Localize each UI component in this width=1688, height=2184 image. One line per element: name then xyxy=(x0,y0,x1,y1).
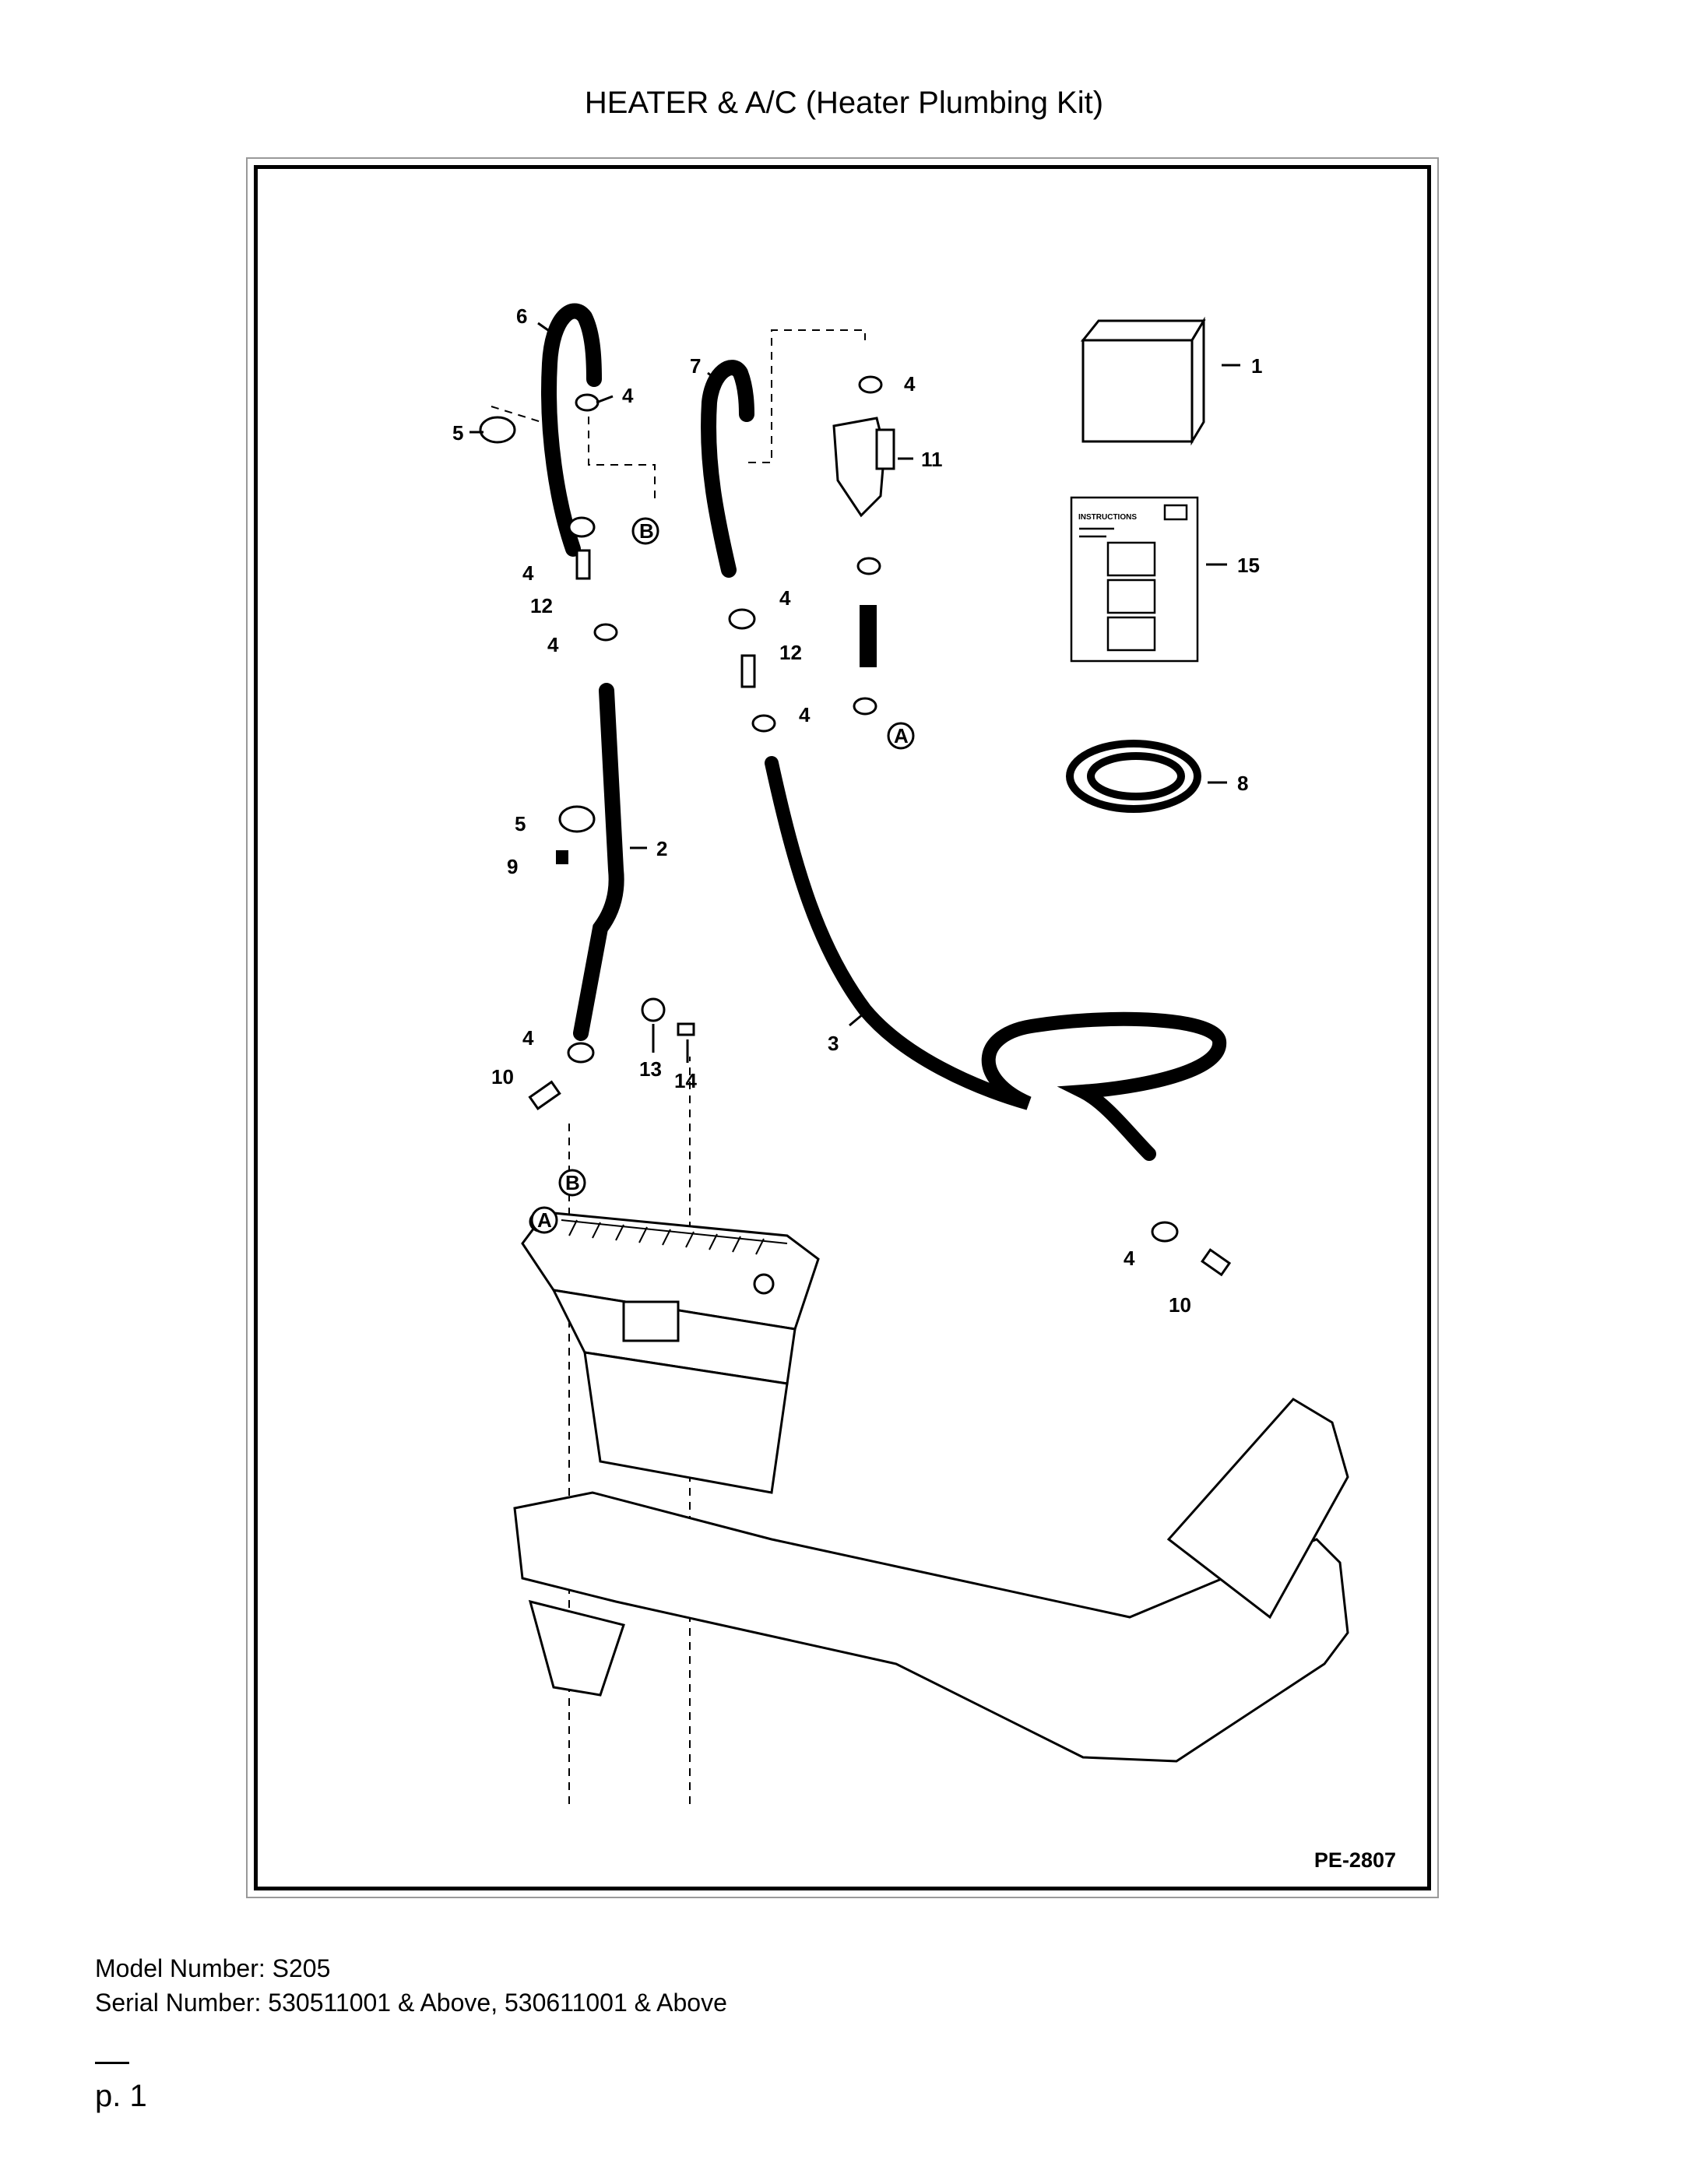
callout-6: 6 xyxy=(516,304,527,328)
callout-4-d: 4 xyxy=(779,586,791,610)
serial-number: Serial Number: 530511001 & Above, 530611… xyxy=(95,1989,727,2017)
kit-box-icon xyxy=(1080,316,1206,446)
callout-9: 9 xyxy=(507,855,518,878)
marker-b-label-bottom: B xyxy=(565,1171,580,1194)
callout-2: 2 xyxy=(656,837,667,860)
callout-5-b: 5 xyxy=(515,812,526,835)
clip-13-icon xyxy=(641,997,666,1022)
marker-b-heater xyxy=(558,1169,586,1197)
marker-a-heater xyxy=(530,1206,558,1234)
callout-7: 7 xyxy=(690,354,701,378)
callout-3: 3 xyxy=(828,1032,839,1055)
callout-15: 15 xyxy=(1237,554,1260,577)
parts-diagram: 1 INSTRUCTIONS 15 8 xyxy=(254,165,1431,1890)
callout-4-c: 4 xyxy=(547,633,559,656)
callout-4-a: 4 xyxy=(622,384,634,407)
callout-5-a: 5 xyxy=(452,421,463,445)
heater-valve-icon xyxy=(832,417,895,518)
screw-14-icon xyxy=(677,1022,695,1036)
short-hose xyxy=(860,605,877,667)
parts-diagram-frame: 1 INSTRUCTIONS 15 8 xyxy=(246,157,1439,1898)
callout-4-h: 4 xyxy=(1124,1247,1135,1270)
hose-7 xyxy=(701,360,754,578)
hose-3 xyxy=(765,756,1226,1161)
page-title: HEATER & A/C (Heater Plumbing Kit) xyxy=(584,86,1104,120)
callout-10-a: 10 xyxy=(491,1065,514,1088)
heater-plumbing-drawing: 1 INSTRUCTIONS 15 8 xyxy=(452,303,1349,1804)
hose-6 xyxy=(541,303,602,557)
callout-4-e: 4 xyxy=(799,703,811,726)
callout-4-b: 4 xyxy=(522,561,534,585)
page-rule xyxy=(95,2062,129,2064)
heater-assembly-icon xyxy=(513,1211,1349,1763)
fitting-9-icon xyxy=(556,850,568,864)
clamp-icons xyxy=(567,375,1179,1243)
strap-5-lower-icon xyxy=(558,805,596,833)
fitting-10-right-icon xyxy=(1201,1248,1232,1277)
marker-a-label-bottom: A xyxy=(537,1208,552,1232)
figure-code: PE-2807 xyxy=(1313,1848,1396,1872)
callout-1: 1 xyxy=(1251,354,1262,378)
hose-2 xyxy=(573,683,624,1041)
page-number: p. 1 xyxy=(95,2079,147,2113)
callout-4-g: 4 xyxy=(522,1026,534,1050)
model-number: Model Number: S205 xyxy=(95,1954,331,1982)
callout-11: 11 xyxy=(921,448,943,471)
marker-a-valve xyxy=(887,722,915,750)
callout-12-a: 12 xyxy=(530,594,553,617)
strap-5-upper-icon xyxy=(479,416,516,444)
callout-14: 14 xyxy=(674,1069,697,1092)
callout-13: 13 xyxy=(639,1057,662,1081)
marker-b-line xyxy=(631,517,659,545)
callout-12-b: 12 xyxy=(779,641,802,664)
callout-8: 8 xyxy=(1237,772,1248,795)
callout-4-f: 4 xyxy=(904,372,916,396)
marker-b-label-top: B xyxy=(639,519,654,543)
instructions-label: INSTRUCTIONS xyxy=(1078,513,1137,522)
fitting-10-left-icon xyxy=(528,1080,561,1110)
instructions-sheet-icon xyxy=(1070,496,1199,663)
callout-10-b: 10 xyxy=(1169,1293,1191,1317)
marker-a-label-top: A xyxy=(894,724,909,747)
coiled-hose-icon xyxy=(1066,740,1201,813)
